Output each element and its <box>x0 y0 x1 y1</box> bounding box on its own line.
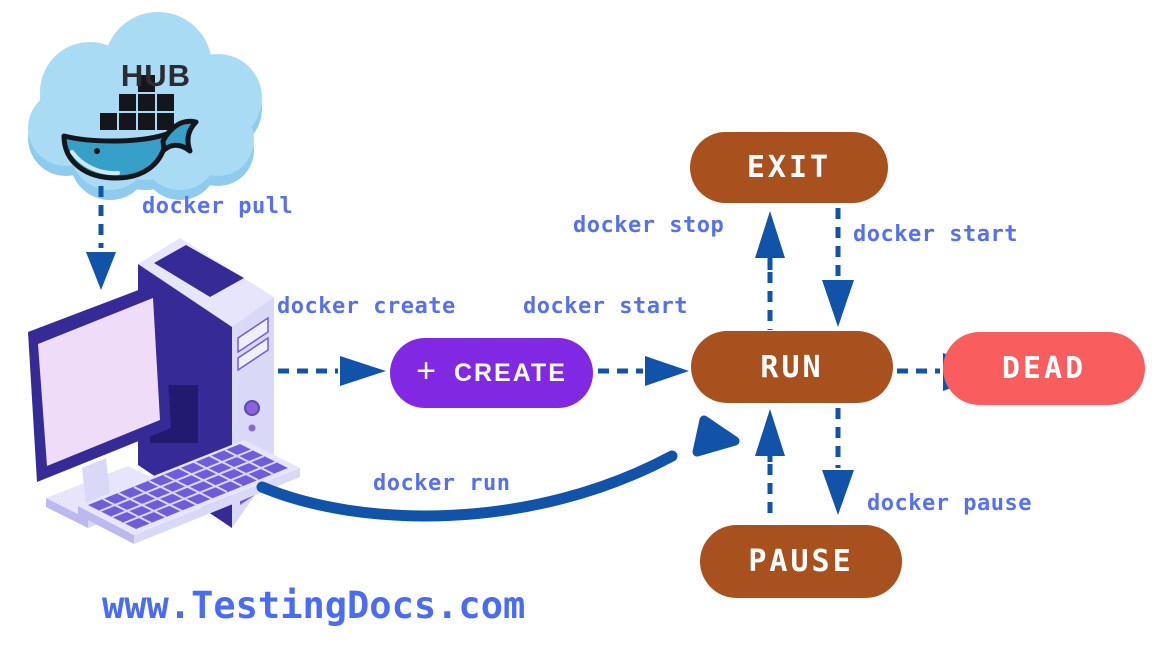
arrow-run-to-pause <box>822 408 854 515</box>
label-docker-pause: docker pause <box>867 491 1032 516</box>
plus-icon: + <box>416 352 436 390</box>
label-docker-start-left: docker start <box>523 294 688 319</box>
label-docker-stop: docker stop <box>573 213 725 238</box>
state-exit: EXIT <box>690 132 888 203</box>
state-pause-label: PAUSE <box>748 544 854 579</box>
state-create: + CREATE <box>390 338 593 408</box>
state-run: RUN <box>691 331 893 403</box>
arrow-docker-create <box>278 356 386 386</box>
arrow-pause-to-run <box>755 409 785 521</box>
arrow-docker-start-left <box>598 356 689 386</box>
label-docker-run: docker run <box>373 471 511 496</box>
label-docker-start-right: docker start <box>853 222 1018 247</box>
website-link: www.TestingDocs.com <box>102 584 526 627</box>
state-dead: DEAD <box>943 332 1145 405</box>
arrow-docker-run-curve <box>256 415 740 522</box>
arrow-run-to-exit <box>755 211 785 330</box>
state-dead-label: DEAD <box>1001 351 1087 386</box>
docker-whale-icon <box>61 75 199 181</box>
arrow-docker-pull <box>86 186 116 290</box>
hub-label: HUB <box>120 58 192 93</box>
keyboard-key-grid <box>99 449 277 524</box>
state-create-label: CREATE <box>453 358 567 387</box>
state-run-label: RUN <box>760 349 824 385</box>
state-exit-label: EXIT <box>746 150 832 185</box>
monitor <box>28 281 171 528</box>
state-pause: PAUSE <box>700 525 902 598</box>
label-docker-create: docker create <box>277 294 456 319</box>
arrow-exit-to-run <box>822 208 854 327</box>
hub-cloud <box>28 12 262 200</box>
label-docker-pull: docker pull <box>142 194 294 219</box>
computer-illustration <box>28 238 300 544</box>
